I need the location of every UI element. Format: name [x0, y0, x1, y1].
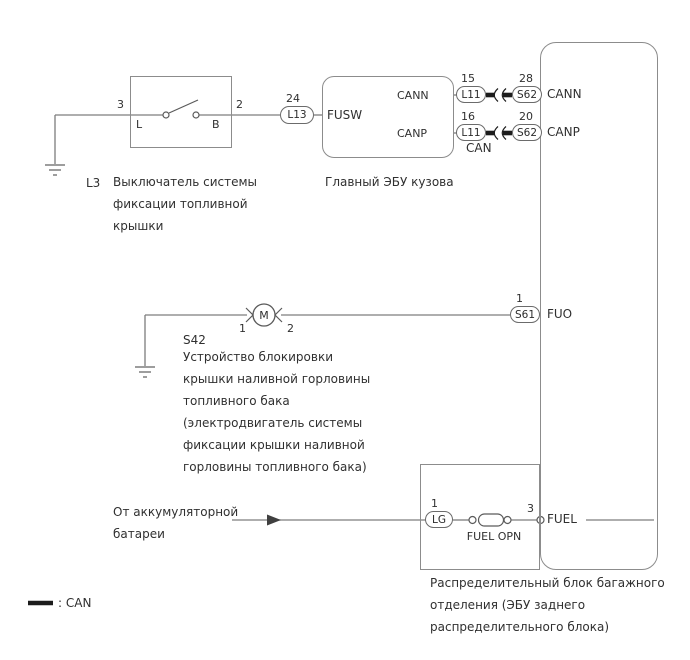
can-bus-lines — [486, 92, 512, 136]
ecu-canp-label: CANP — [397, 127, 428, 140]
motor-caption-line: фиксации крышки наливной — [183, 438, 365, 452]
battery-caption-line: От аккумуляторной — [113, 505, 239, 519]
connector-l11-canp: L11 — [456, 124, 486, 141]
switch-caption-line: Выключатель системы — [113, 175, 257, 189]
signal-fusw: FUSW — [327, 108, 363, 122]
motor-pin-left: 1 — [239, 322, 246, 335]
can-bus-break-icon — [493, 88, 507, 140]
connector-s61: S61 — [510, 306, 540, 323]
trunk-junction-inner-box — [420, 464, 540, 570]
connector-s62-cann: S62 — [512, 86, 542, 103]
motor-caption-line: топливного бака — [183, 394, 290, 408]
switch-pin-left: 3 — [117, 98, 124, 111]
arrow-right-icon — [267, 514, 281, 526]
fuse-label: FUEL OPN — [466, 530, 522, 543]
switch-caption-line: фиксации топливной — [113, 197, 248, 211]
junction-caption-line: Распределительный блок багажного — [430, 576, 665, 590]
battery-caption-line: батареи — [113, 527, 165, 541]
junction-caption: Распределительный блок багажного отделен… — [430, 572, 665, 638]
l13-pin: 24 — [286, 92, 300, 105]
switch-pin-right: 2 — [236, 98, 243, 111]
l11-cann-pin: 15 — [461, 72, 475, 85]
junction-caption-line: отделения (ЭБУ заднего — [430, 598, 586, 612]
motor-caption-line: горловины топливного бака) — [183, 460, 367, 474]
motor-pin-right: 2 — [287, 322, 294, 335]
connector-s62-canp: S62 — [512, 124, 542, 141]
motor-icon — [245, 303, 283, 327]
ground-icon — [45, 164, 65, 176]
motor-caption-line: (электродвигатель системы — [183, 416, 363, 430]
legend-can-label: : CAN — [58, 596, 92, 610]
switch-caption: Выключатель системы фиксации топливной к… — [113, 171, 257, 237]
s61-pin: 1 — [516, 292, 523, 305]
fuel-lid-switch-box — [130, 76, 232, 148]
connector-lg: LG — [425, 511, 453, 528]
motor-caption-line: крышки наливной горловины — [183, 372, 371, 386]
connector-l13: L13 — [280, 106, 314, 124]
signal-canp: CANP — [547, 125, 580, 139]
junction-caption-line: распределительного блока) — [430, 620, 610, 634]
main-body-ecu-box — [322, 76, 454, 158]
switch-terminal-b: B — [212, 118, 220, 131]
can-bus-label: CAN — [466, 141, 492, 155]
switch-contact-icon — [162, 99, 200, 119]
trunk-junction-box — [540, 42, 658, 570]
switch-terminal-l: L — [136, 118, 143, 131]
ecu-caption: Главный ЭБУ кузова — [325, 175, 454, 189]
signal-fuo: FUO — [547, 307, 573, 321]
motor-symbol-letter: M — [259, 308, 269, 322]
battery-caption: От аккумуляторной батареи — [113, 501, 238, 545]
ecu-cann-label: CANN — [397, 89, 429, 102]
circuit-wires — [54, 94, 654, 521]
s62-cann-pin: 28 — [519, 72, 533, 85]
signal-fuel: FUEL — [547, 512, 577, 526]
lg-pin: 1 — [431, 497, 438, 510]
s62-canp-pin: 20 — [519, 110, 533, 123]
connector-l11-cann: L11 — [456, 86, 486, 103]
motor-ref: S42 — [183, 333, 206, 347]
motor-caption: Устройство блокировки крышки наливной го… — [183, 346, 370, 478]
l11-canp-pin: 16 — [461, 110, 475, 123]
switch-caption-line: крышки — [113, 219, 164, 233]
fuse-icon — [468, 513, 512, 527]
switch-ref: L3 — [86, 176, 101, 190]
motor-caption-line: Устройство блокировки — [183, 350, 334, 364]
fuel-pin: 3 — [527, 502, 534, 515]
ground-icon — [135, 366, 155, 378]
signal-cann: CANN — [547, 87, 582, 101]
